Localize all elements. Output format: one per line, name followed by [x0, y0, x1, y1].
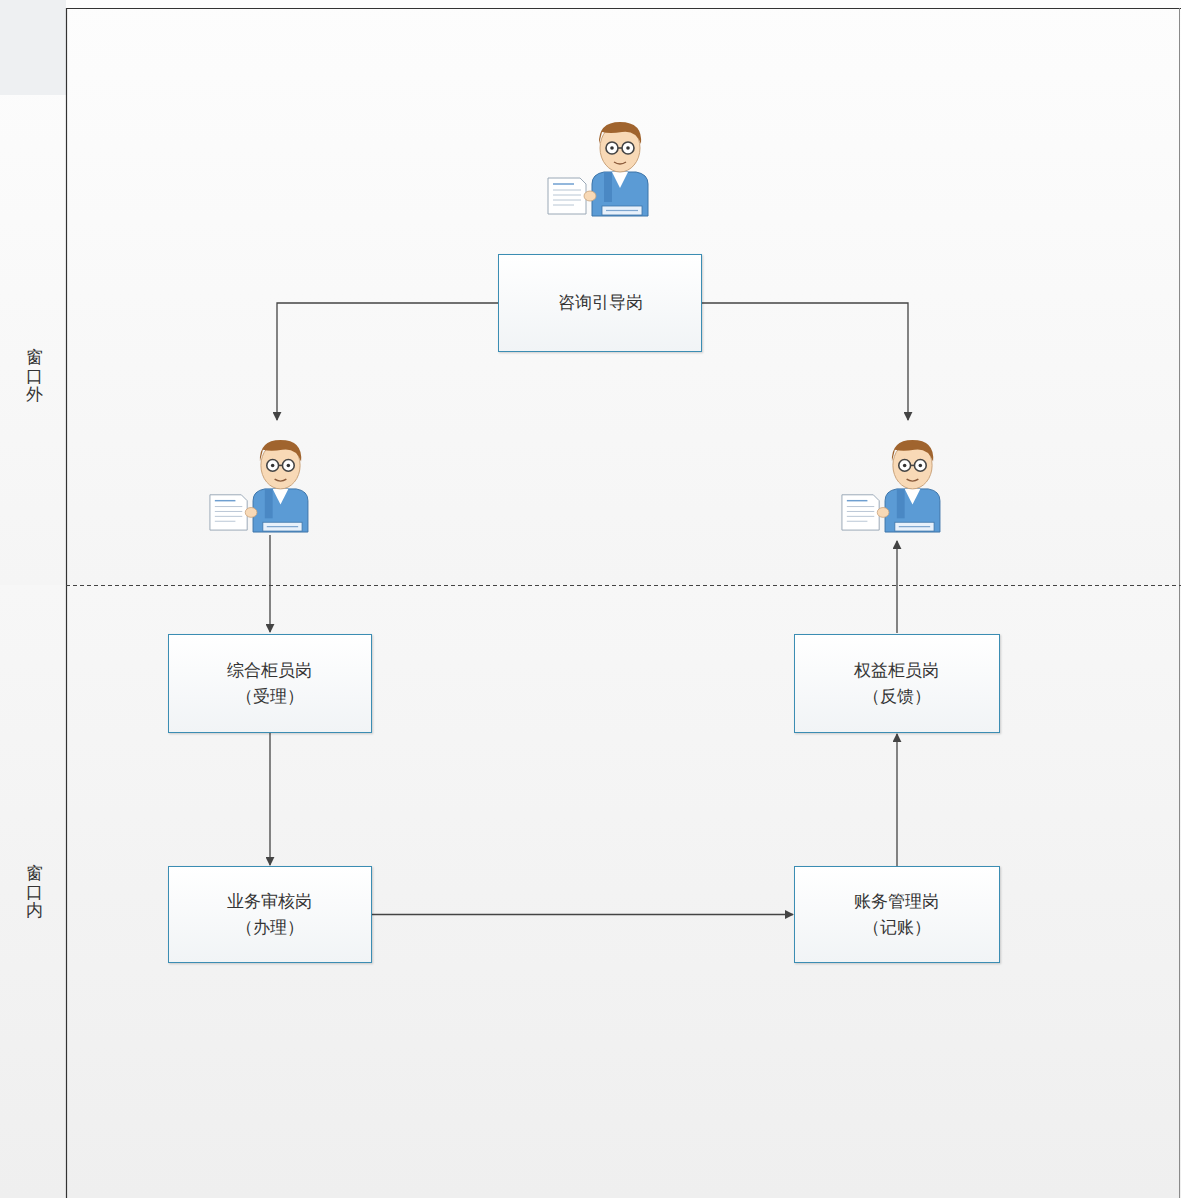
process-box: 权益柜员岗 （反馈） [794, 634, 1000, 733]
zone-label: 窗口内 [26, 864, 43, 920]
flow-arrow [372, 914, 793, 915]
box-label: 权益柜员岗 （反馈） [851, 658, 943, 709]
flow-arrow [896, 734, 897, 866]
box-label: 综合柜员岗 （受理） [224, 658, 316, 709]
process-box: 咨询引导岗 [498, 254, 702, 352]
box-label: 咨询引导岗 [558, 290, 643, 316]
box-label: 账务管理岗 （记账） [851, 889, 943, 940]
flow-arrow [269, 733, 270, 865]
process-box: 账务管理岗 （记账） [794, 866, 1000, 963]
process-box: 综合柜员岗 （受理） [168, 634, 372, 733]
process-box: 业务审核岗 （办理） [168, 866, 372, 963]
zone-label: 窗口外 [26, 348, 43, 404]
box-label: 业务审核岗 （办理） [224, 889, 316, 940]
